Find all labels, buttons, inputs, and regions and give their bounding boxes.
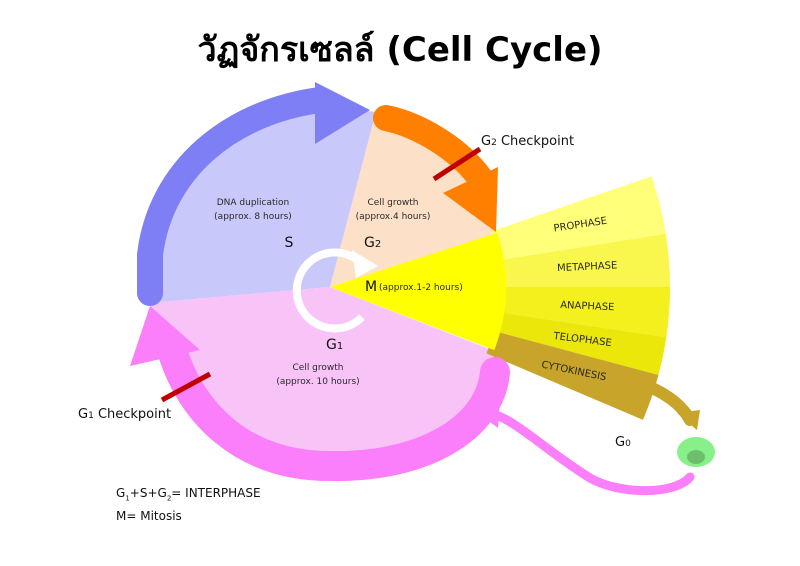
g1-phase-arrow — [157, 335, 510, 482]
m-phase-desc: (approx.1-2 hours) — [379, 283, 463, 293]
g1-phase-desc-line1: Cell growth — [293, 363, 344, 373]
g2-phase-desc-line1: Cell growth — [368, 198, 419, 208]
g1-phase-label: G1 — [326, 337, 343, 353]
g2-phase-label: G2 — [364, 235, 381, 251]
mitosis-stage-label: ANAPHASE — [560, 300, 615, 313]
s-phase-arrow — [137, 87, 333, 306]
g2-checkpoint-label: G2 Checkpoint — [481, 134, 574, 149]
m-phase-wedge — [330, 232, 507, 351]
cycle-direction-arrowhead — [352, 250, 378, 278]
g2-phase-desc-line2: (approx.4 hours) — [356, 212, 431, 222]
g1-checkpoint-marker — [160, 371, 212, 403]
cycle-direction-arrow — [292, 248, 365, 333]
g0-cell-nucleus — [687, 450, 705, 464]
g2-phase-arrowhead — [443, 167, 498, 232]
s-phase-arrowhead — [315, 82, 370, 144]
s-phase-label: S — [285, 235, 294, 251]
mitosis-stage-telophase — [494, 312, 667, 375]
legend-mitosis: M= Mitosis — [116, 509, 182, 523]
s-phase-desc-line1: DNA duplication — [217, 198, 290, 208]
g0-return-arrow — [485, 409, 695, 496]
legend-interphase: G1+S+G2= INTERPHASE — [116, 486, 261, 503]
m-phase-label: M — [365, 279, 377, 295]
mitosis-stage-cytokinesis — [486, 330, 659, 420]
mitosis-stage-anaphase — [498, 287, 670, 338]
page-title: วัฏจักรเซลล์ (Cell Cycle) — [197, 30, 603, 70]
mitosis-stage-prophase — [490, 176, 666, 261]
g0-entry-arrowhead — [677, 410, 700, 430]
mitosis-stage-label: METAPHASE — [557, 260, 618, 274]
g2-phase-arrow — [373, 105, 493, 191]
mitosis-stages-fan: PROPHASEMETAPHASEANAPHASETELOPHASECYTOKI… — [486, 176, 670, 420]
g1-phase-arrowhead — [130, 306, 200, 366]
g1-phase-wedge — [150, 287, 497, 465]
mitosis-stage-metaphase — [497, 233, 670, 287]
s-phase-desc-line2: (approx. 8 hours) — [214, 212, 292, 222]
g1-checkpoint-label: G1 Checkpoint — [78, 407, 171, 422]
g0-label: G0 — [615, 435, 631, 450]
g0-return-arrowhead — [478, 397, 500, 428]
g2-checkpoint-marker — [432, 146, 482, 182]
g1-phase-desc-line2: (approx. 10 hours) — [276, 377, 359, 387]
g2-phase-wedge — [330, 112, 497, 287]
